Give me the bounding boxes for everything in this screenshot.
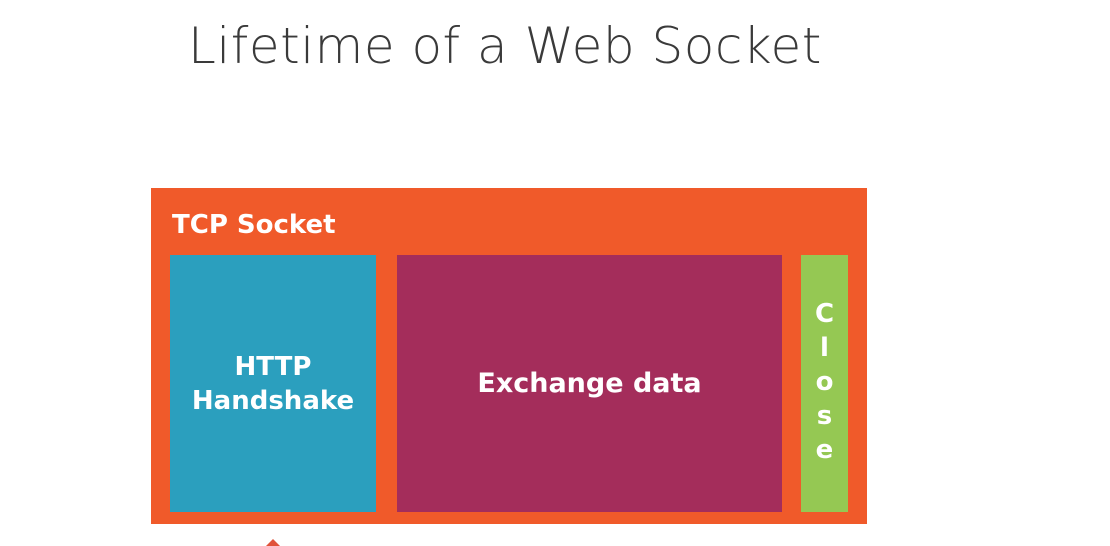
tcp-socket-box: TCP Socket HTTP Handshake Exchange data …	[151, 188, 867, 524]
http-handshake-box: HTTP Handshake	[170, 255, 376, 512]
close-box: Close	[801, 255, 848, 512]
close-label: Close	[814, 298, 835, 465]
exchange-data-box: Exchange data	[397, 255, 782, 512]
pointer-arrow-icon	[266, 539, 280, 546]
tcp-socket-label: TCP Socket	[172, 210, 336, 240]
exchange-data-label: Exchange data	[477, 368, 702, 399]
slide-title: Lifetime of a Web Socket	[188, 17, 822, 75]
http-handshake-label: HTTP Handshake	[191, 351, 355, 416]
